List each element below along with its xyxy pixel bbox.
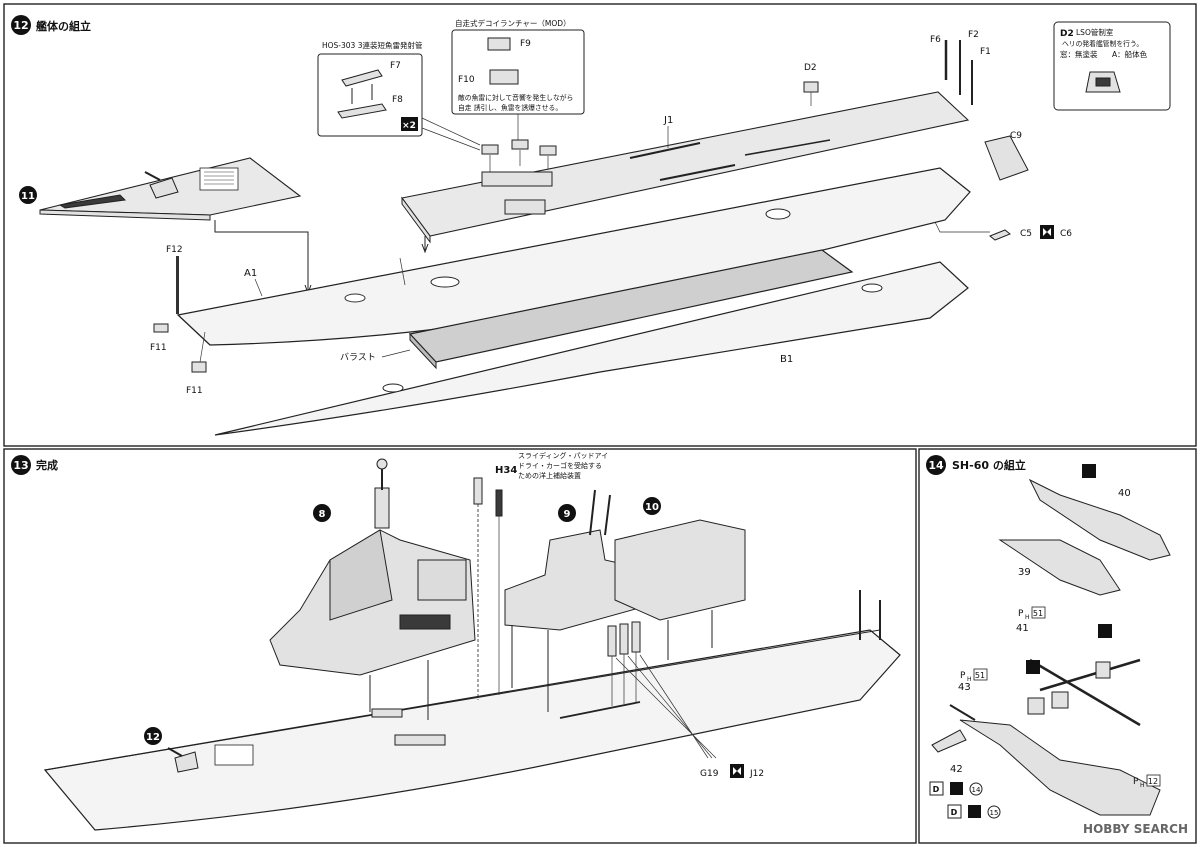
part-f1-label: F1 [980,47,991,57]
h34-note-3: ための洋上補給装置 [518,471,581,480]
step14-number: 14 [928,459,944,472]
step12-header: 12 艦体の組立 [11,15,91,35]
part-f8-label: F8 [392,95,403,105]
decal-d-b: D [951,808,958,817]
step12-panel [3,3,1197,447]
hull-bottom-b1: B1 [214,261,969,436]
lso-title: LSO管制室 [1076,27,1114,37]
part-f9-label: F9 [520,39,531,49]
hos303-callout: HOS-303 3連装短魚雷発射管 F7 F8 ×2 [317,40,481,151]
decal-15-label: 15 [990,809,999,817]
part-f11-label-a: F11 [150,343,167,353]
subassembly-11-label: 11 [21,191,35,202]
part-j1-label: J1 [663,115,673,126]
completed-ship: 12 8 9 10 G19 [43,451,901,831]
step13-number: 13 [13,459,28,472]
step13-panel [3,448,917,844]
lso-color: A：船体色 [1112,49,1148,59]
subassembly-8-label: 8 [319,509,326,520]
subassembly-9-label: 9 [564,509,571,520]
step12-number-badge [11,15,31,35]
stern-small-parts: D2 F6 F2 F1 C9 C5 C6 [803,30,1072,241]
step12-title: 艦体の組立 [36,19,91,33]
decal-14-label: 14 [972,786,981,794]
part-f12-label: F12 [166,245,183,255]
subassembly-11-badge [19,186,37,204]
times-two-badge [401,117,418,131]
step13-title: 完成 [36,458,58,472]
decoy-note-1: 敵の魚雷に対して音響を発生しながら [458,93,573,102]
lso-part-id: D2 [1060,29,1074,39]
decoy-title: 自走式デコイランチャー（MOD） [455,18,571,28]
watermark: HOBBY SEARCH [1083,822,1188,836]
part-42-label: 42 [950,764,963,775]
ph51-prefix-a: P [1018,609,1024,619]
step14-header: 14 SH-60 の組立 [926,455,1026,475]
decoy-parts [481,139,557,172]
subassembly-12-label: 12 [146,732,160,743]
ph12-prefix: P [1133,777,1139,787]
part-c5-label: C5 [1020,229,1032,239]
bow-deck-assembly: 11 [19,157,312,295]
ballast-plate: バラスト [340,249,854,370]
part-a1-label: A1 [244,268,257,279]
step13-header: 13 完成 [11,455,58,475]
decoy-note-2: 自走 誘引し、魚雷を誘爆させる。 [458,103,562,112]
ph51-sub-b: H [967,676,972,683]
helicopter-assembled: 41 43 42 P H 51 P H 51 P H 12 D 14 D 15 [929,606,1161,819]
part-f2-label: F2 [968,30,979,40]
h34-note-2: ドライ・カーゴを受給する [518,461,602,470]
times-two-label: ×2 [402,121,416,131]
step14-title: SH-60 の組立 [952,458,1026,472]
part-b1-label: B1 [780,354,793,365]
main-deck-j1: J1 [401,91,970,254]
lso-window: 窓：無塗装 [1060,49,1098,59]
ph12-label: 12 [1148,777,1158,786]
part-c9-label: C9 [1010,131,1022,141]
ballast-label: バラスト [340,352,376,363]
part-43-label: 43 [958,682,971,693]
aft-superstructure [614,519,746,621]
part-f6-label: F6 [930,35,941,45]
lso-callout: D2 LSO管制室 ヘリの発着艦管制を行う。 窓：無塗装 A：船体色 [1053,21,1171,111]
part-d2-label: D2 [804,63,817,73]
hos303-title: HOS-303 3連装短魚雷発射管 [322,40,423,50]
part-39-label: 39 [1018,567,1031,578]
part-h34-label: H34 [495,465,517,476]
ph51-sub-a: H [1025,614,1030,621]
part-f11-label-b: F11 [186,386,203,396]
helicopter-fuselage-parts: 40 39 [998,464,1171,596]
step12-number: 12 [13,19,28,32]
part-j12-label: J12 [749,769,764,779]
part-41-label: 41 [1016,623,1029,634]
part-40-label: 40 [1118,488,1131,499]
part-c6-label: C6 [1060,229,1072,239]
part-f10-label: F10 [458,75,475,85]
ph51-label-a: 51 [1033,609,1043,618]
lso-note: ヘリの発着艦管制を行う。 [1062,39,1143,48]
part-f7-label: F7 [390,61,401,71]
ph12-sub: H [1140,782,1145,789]
subassembly-10-label: 10 [645,502,659,513]
step14-panel [918,448,1197,844]
decal-d-a: D [933,785,940,794]
h34-note-1: スライディング・パッドアイ [518,451,608,460]
ph51-prefix-b: P [960,671,966,681]
decoy-launcher-callout: 自走式デコイランチャー（MOD） F9 F10 敵の魚雷に対して音響を発生しなが… [451,18,585,140]
part-g19-label: G19 [700,769,719,779]
ph51-label-b: 51 [975,671,985,680]
